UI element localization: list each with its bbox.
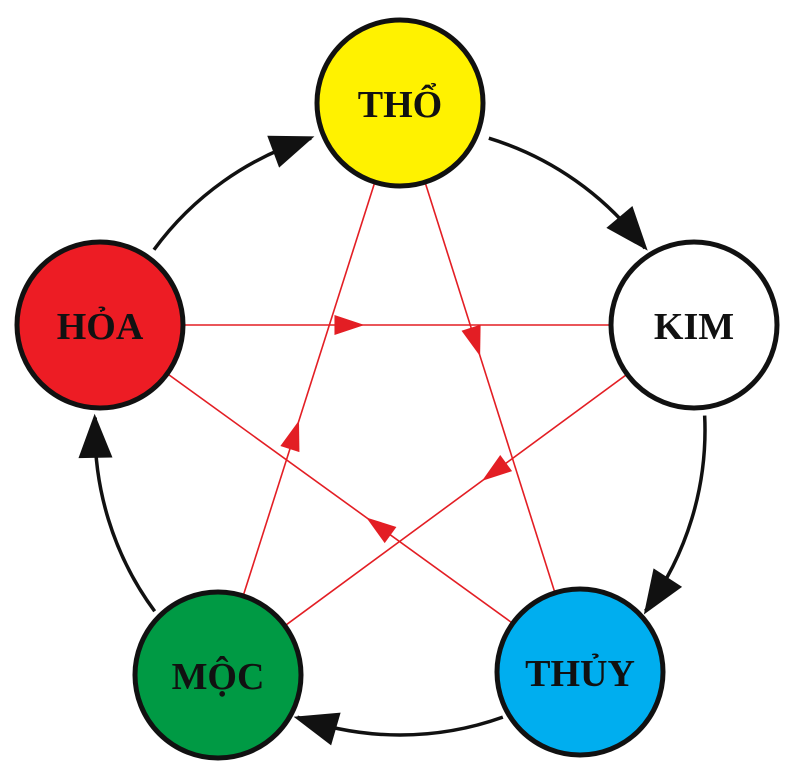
controlling-arrowhead-hoa-kim — [334, 315, 365, 335]
controlling-arrowhead-tho-thuy — [461, 324, 481, 357]
generating-arrowhead-thuy-moc — [293, 712, 341, 746]
element-nodes: THỔ KIM THỦY MỘC HỎA — [14, 17, 780, 761]
node-tho-label: THỔ — [358, 83, 442, 126]
node-kim-circle — [608, 239, 780, 411]
controlling-line-moc-tho — [242, 181, 376, 597]
generating-cycle-arrows — [78, 135, 683, 746]
controlling-arrowhead-kim-moc — [481, 455, 513, 481]
node-thuy-label: THỦY — [525, 653, 635, 695]
generating-arrowhead-hoa-tho — [267, 135, 315, 168]
node-thuy: THỦY — [494, 586, 666, 758]
controlling-arrowhead-moc-tho — [280, 420, 300, 453]
node-kim: KIM — [608, 239, 780, 411]
node-moc-circle — [132, 589, 304, 761]
node-tho-circle — [314, 17, 486, 189]
node-kim-label: KIM — [654, 306, 734, 348]
generating-arrowhead-moc-hoa — [78, 413, 113, 459]
controlling-arrowhead-thuy-hoa — [366, 517, 397, 544]
controlling-line-tho-thuy — [424, 181, 556, 594]
controlling-line-kim-moc — [284, 373, 628, 627]
controlling-cycle-star — [166, 181, 628, 627]
node-moc: MỘC — [132, 589, 304, 761]
generating-arrowhead-kim-thuy — [643, 568, 683, 615]
node-hoa: HỎA — [14, 239, 186, 411]
controlling-line-thuy-hoa — [166, 372, 514, 625]
node-hoa-label: HỎA — [57, 306, 144, 348]
node-tho: THỔ — [314, 17, 486, 189]
generating-arrowhead-tho-kim — [606, 206, 648, 251]
node-hoa-circle — [14, 239, 186, 411]
node-thuy-circle — [494, 586, 666, 758]
node-moc-label: MỘC — [172, 655, 265, 698]
